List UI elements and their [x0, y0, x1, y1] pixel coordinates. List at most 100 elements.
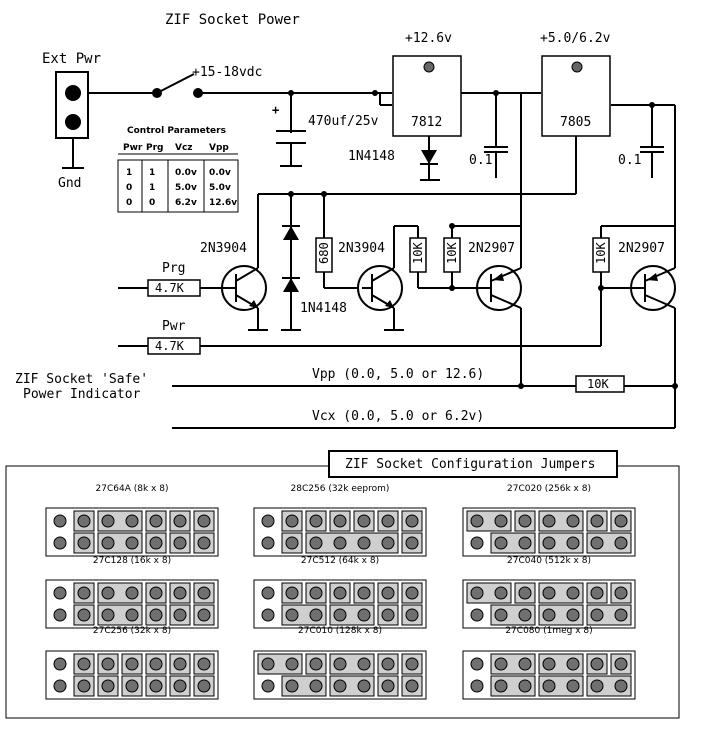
jumper-pin: [542, 514, 556, 528]
input-voltage-label: +15-18vdc: [192, 65, 262, 80]
jumpers-section: ZIF Socket Configuration Jumpers 27C64A …: [5, 450, 680, 719]
regulator-7812: [392, 55, 462, 137]
jumper-config-block: 28C256 (32k eeprom): [253, 484, 427, 557]
ext-pwr-label: Ext Pwr: [42, 51, 101, 67]
jumper-pin: [357, 657, 371, 671]
jumper-pin: [590, 536, 604, 550]
jumper-config-block: 27C128 (16k x 8): [45, 556, 219, 629]
jumper-pin: [309, 608, 323, 622]
jumper-config-block: 27C040 (512k x 8): [462, 556, 636, 629]
jumper-pin: [566, 608, 580, 622]
jumper-pin: [53, 657, 67, 671]
jumper-pin: [77, 586, 91, 600]
control-header-cell: Vpp: [209, 143, 229, 153]
jumper-config-label: 27C010 (128k x 8): [298, 626, 382, 636]
jumper-pin: [518, 657, 532, 671]
resistor-10k-b: [443, 237, 461, 273]
jumper-pin: [494, 608, 508, 622]
safe-indicator-line1: ZIF Socket 'Safe': [15, 372, 148, 387]
jumper-pin: [470, 608, 484, 622]
jumper-pin: [309, 679, 323, 693]
jumper-pin: [101, 657, 115, 671]
jumper-pin: [53, 536, 67, 550]
jumper-pin: [125, 608, 139, 622]
jumper-pin: [77, 679, 91, 693]
jumper-config-block: 27C256 (32k x 8): [45, 626, 219, 700]
resistor-10k-b-label: 10K: [445, 242, 459, 264]
reg-12-output-label: +12.6v: [405, 31, 452, 46]
jumper-pin: [309, 586, 323, 600]
jumper-pin: [173, 586, 187, 600]
jumper-pin: [101, 536, 115, 550]
control-value-cell: 1: [126, 168, 132, 178]
q2-label: 2N3904: [338, 241, 385, 256]
jumper-pin: [381, 657, 395, 671]
jumper-pin: [590, 514, 604, 528]
control-value-cell: 0: [149, 198, 155, 208]
jumper-pin: [197, 679, 211, 693]
prg-label: Prg: [162, 261, 185, 276]
jumper-pin: [173, 514, 187, 528]
circuit-wires: [62, 92, 676, 429]
jumper-pin: [542, 679, 556, 693]
jumper-config-block: 27C64A (8k x 8): [45, 484, 219, 557]
resistor-680: [315, 237, 333, 273]
jumper-config-block: 27C080 (1meg x 8): [462, 626, 636, 700]
jumper-pin: [542, 536, 556, 550]
jumper-pin: [101, 586, 115, 600]
reg-7812-label: 7812: [411, 115, 442, 130]
gnd-label: Gnd: [58, 176, 81, 191]
jumper-pin: [149, 514, 163, 528]
jumper-pin: [125, 536, 139, 550]
jumper-pin: [470, 657, 484, 671]
jumper-pin: [614, 586, 628, 600]
jumper-pin: [285, 679, 299, 693]
resistor-10k-a: [409, 237, 427, 273]
capacitor-470uf: [276, 130, 306, 144]
jumper-pin: [261, 679, 275, 693]
capacitor-0.1-a: [484, 146, 508, 153]
jumper-config-label: 28C256 (32k eeprom): [291, 484, 390, 494]
jumper-pin: [309, 514, 323, 528]
control-header-cell: Prg: [146, 143, 163, 153]
jumper-pin: [494, 679, 508, 693]
jumper-pin: [405, 608, 419, 622]
jumper-pin: [77, 608, 91, 622]
jumper-pin: [518, 608, 532, 622]
ext-power-connector: [55, 71, 89, 139]
control-value-cell: 5.0v: [209, 183, 231, 193]
jumper-pin: [173, 608, 187, 622]
jumper-pin: [405, 536, 419, 550]
jumper-pin: [173, 536, 187, 550]
transistor-q3-2n2907: [476, 265, 522, 311]
jumper-pin: [566, 514, 580, 528]
jumper-pin: [542, 586, 556, 600]
jumper-pin: [357, 586, 371, 600]
resistor-10k-safe-label: 10K: [587, 377, 609, 391]
jumper-pin: [101, 514, 115, 528]
resistor-4.7k-pwr-label: 4.7K: [155, 339, 185, 353]
jumper-pin: [53, 514, 67, 528]
cap-01-a-label: 0.1: [469, 153, 492, 168]
jumper-config-block: 27C020 (256k x 8): [462, 484, 636, 557]
control-value-cell: 0.0v: [209, 168, 231, 178]
control-value-cell: 5.0v: [175, 183, 197, 193]
jumper-pin: [309, 657, 323, 671]
jumper-pin: [197, 586, 211, 600]
jumper-pin: [125, 586, 139, 600]
resistor-4.7k-pwr: [147, 337, 201, 355]
resistor-10k-safe: [575, 375, 625, 393]
jumper-pin: [149, 586, 163, 600]
jumper-pin: [53, 679, 67, 693]
jumper-pin: [261, 514, 275, 528]
cap-01-b-label: 0.1: [618, 153, 641, 168]
jumper-pin: [518, 679, 532, 693]
jumper-pin: [518, 536, 532, 550]
control-header-cell: Vcz: [175, 143, 193, 153]
control-parameters-title: Control Parameters: [127, 126, 226, 136]
jumper-pin: [381, 536, 395, 550]
jumper-pin: [77, 514, 91, 528]
control-value-cell: 12.6v: [209, 198, 237, 208]
jumper-pin: [614, 657, 628, 671]
